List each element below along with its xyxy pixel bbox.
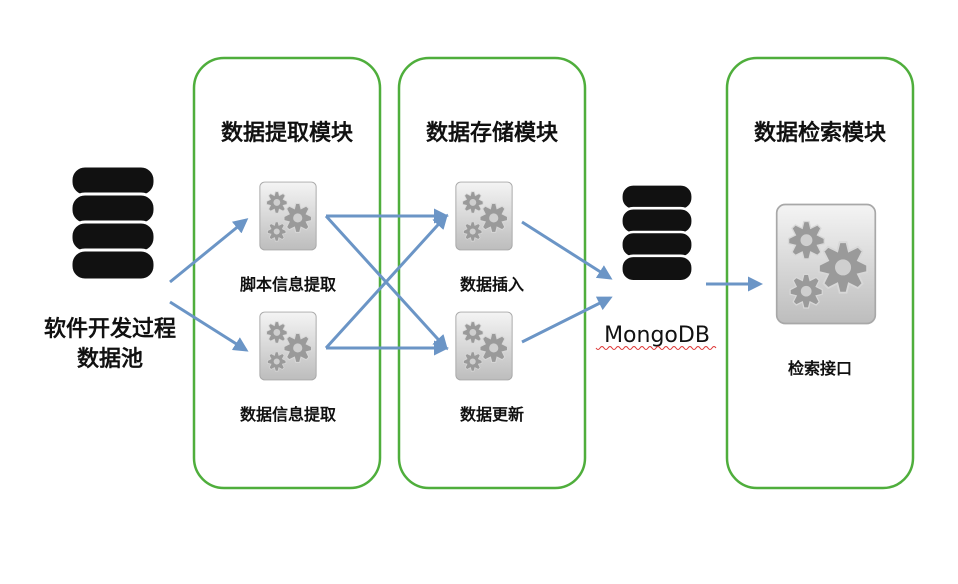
- gears-icon: [456, 312, 512, 380]
- gears-icon: [456, 182, 512, 250]
- extract-item-data: 数据信息提取: [240, 405, 336, 424]
- arrows: [169, 208, 763, 356]
- retrieve-item-interface: 检索接口: [788, 359, 852, 378]
- store-item-update: 数据更新: [460, 405, 524, 424]
- module-box-store: [397, 56, 587, 490]
- database-icon: [620, 183, 694, 283]
- extract-item-script: 脚本信息提取: [240, 275, 336, 294]
- source-label-line1: 软件开发过程: [44, 316, 176, 342]
- arrow: [169, 300, 249, 352]
- module-title-retrieve: 数据检索模块: [754, 120, 887, 146]
- store-item-insert: 数据插入: [460, 275, 524, 294]
- module-title-store: 数据存储模块: [426, 120, 559, 146]
- arrow: [169, 218, 249, 284]
- module-box-extract: [192, 56, 382, 490]
- arrow: [521, 296, 613, 344]
- arrow: [324, 213, 449, 350]
- gears-icon: [777, 205, 876, 324]
- mongodb-label: MongoDB: [604, 323, 710, 348]
- arrow: [521, 220, 613, 280]
- module-title-extract: 数据提取模块: [221, 120, 354, 146]
- spellcheck-underline: [595, 346, 717, 350]
- database-icon: [69, 164, 157, 282]
- gears-icon: [260, 312, 316, 380]
- gears-icon: [260, 182, 316, 250]
- source-label-line2: 数据池: [77, 346, 143, 372]
